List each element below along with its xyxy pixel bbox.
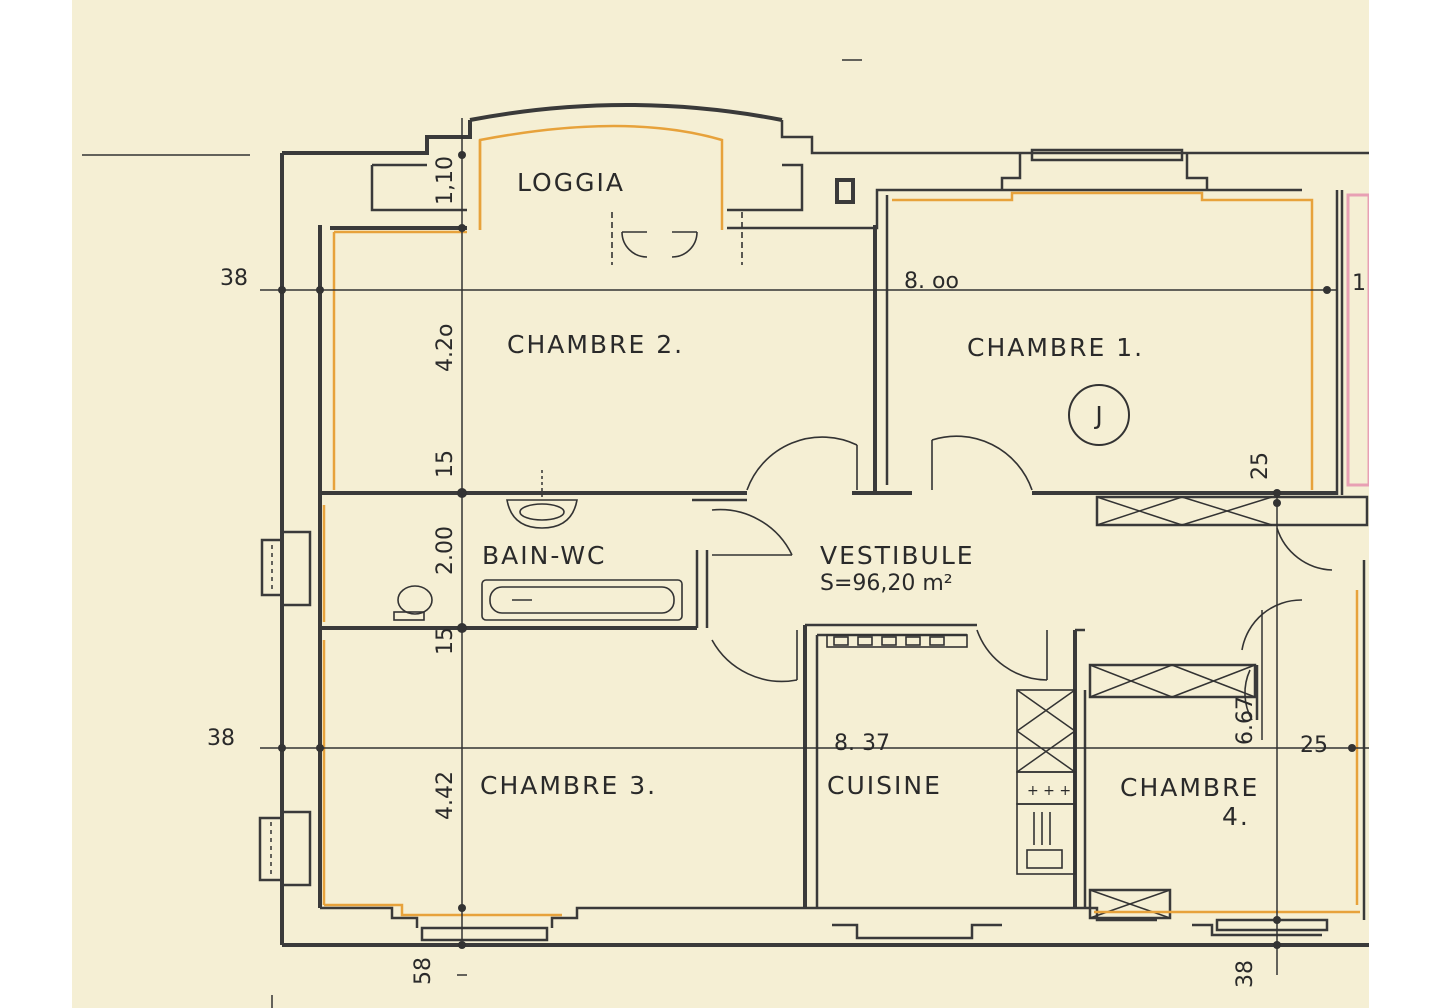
dim-label-38-mid: 38 xyxy=(207,726,235,751)
dim-label-25-top: 25 xyxy=(1248,452,1273,480)
room-label-chambre-4: CHAMBRE xyxy=(1120,773,1259,802)
room-label-chambre-1: CHAMBRE 1. xyxy=(967,333,1144,362)
dim-label-25-right: 25 xyxy=(1300,733,1328,758)
dim-label-4-20: 4.2o xyxy=(433,324,458,372)
left-windows xyxy=(258,530,312,887)
dim-label-6-67: 6.67 xyxy=(1233,696,1258,745)
dim-label-1-10: 1,10 xyxy=(433,156,458,205)
floor-plan: + + + LOGGIA CHAMBRE 2. CHAMBRE 1. xyxy=(82,59,1369,1008)
room-marker-label: J xyxy=(1093,401,1102,430)
dim-label-2-00: 2.00 xyxy=(433,526,458,575)
dim-label-15-top: 15 xyxy=(433,450,458,478)
dim-label-8-37: 8. 37 xyxy=(834,731,890,756)
doors xyxy=(611,212,1333,721)
room-label-chambre-2: CHAMBRE 2. xyxy=(507,330,684,359)
dim-label-38-top: 38 xyxy=(220,266,248,291)
dim-label-58: 58 xyxy=(411,957,436,985)
outer-walls xyxy=(280,103,1369,947)
dim-label-15-mid: 15 xyxy=(433,627,458,655)
room-label-bain-wc: BAIN-WC xyxy=(482,541,607,570)
room-label-chambre-3: CHAMBRE 3. xyxy=(480,771,657,800)
dimension-lines xyxy=(260,118,1369,1008)
room-label-cuisine: CUISINE xyxy=(827,771,942,800)
dim-label-4-42: 4.42 xyxy=(433,771,458,820)
surface-label: S=96,20 m² xyxy=(820,571,953,596)
plan-sheet: + + + LOGGIA CHAMBRE 2. CHAMBRE 1. xyxy=(72,0,1369,1008)
svg-text:+ + +: + + + xyxy=(1027,783,1071,799)
room-label-chambre-4-number: 4. xyxy=(1222,802,1250,831)
fixtures: + + + xyxy=(393,470,1076,875)
room-label-vestibule: VESTIBULE xyxy=(820,541,975,570)
room-label-loggia: LOGGIA xyxy=(517,168,625,197)
dim-label-38-bottom: 38 xyxy=(1233,960,1258,988)
dim-label-1-edge: 1 xyxy=(1352,271,1366,296)
room-marker-circle xyxy=(1068,384,1130,446)
dim-label-8-00: 8. oo xyxy=(904,269,959,294)
